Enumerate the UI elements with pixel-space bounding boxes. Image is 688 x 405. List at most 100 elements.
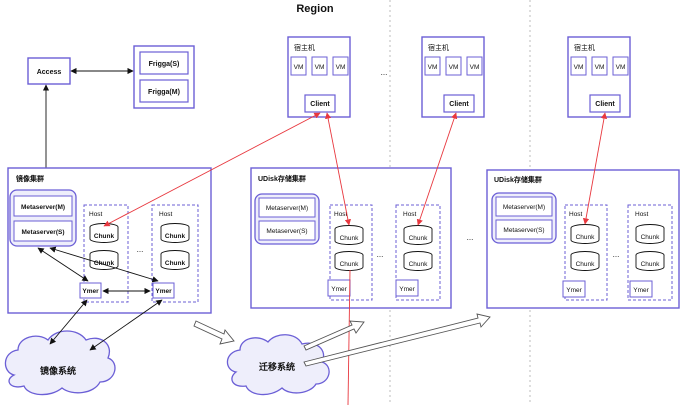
access-label: Access <box>37 69 62 76</box>
ymer-label: Ymer <box>331 286 347 293</box>
ymer-label: Ymer <box>82 288 99 295</box>
ymer-label: Ymer <box>566 287 582 294</box>
frigga-s-label: Frigga(S) <box>149 61 180 68</box>
frigga-m-box <box>139 79 189 103</box>
ymer-label: Ymer <box>155 288 172 295</box>
client-label: Client <box>595 101 615 108</box>
client-chunk-arrow <box>325 112 351 226</box>
mirror-system-label: 镜像系统 <box>40 365 76 376</box>
udisk-cluster-title: UDisk存储集群 <box>494 175 542 184</box>
vm-box <box>290 56 307 76</box>
mirror-system-cloud: 镜像系统 <box>4 330 116 396</box>
metaserver-m-label: Metaserver(M) <box>503 204 545 211</box>
host-machine-2: 宿主机 VM VM VM Client <box>421 36 485 118</box>
host-machine-title: 宿主机 <box>428 43 449 52</box>
metaserver-ymer-arrow <box>49 246 159 283</box>
chunk-label: Chunk <box>94 233 115 240</box>
metaserver-m-label: Metaserver(M) <box>266 205 308 212</box>
chunk-label: Chunk <box>409 235 429 242</box>
mirror-cluster-title: 镜像集群 <box>16 174 44 183</box>
metaserver-s-label: Metaserver(S) <box>22 229 65 236</box>
host-ellipsis: ... <box>377 250 384 259</box>
migration-system-label: 迁移系统 <box>259 361 295 372</box>
vm-label: VM <box>315 64 325 71</box>
host-label: Host <box>159 211 173 218</box>
access-box <box>27 57 71 85</box>
vm-box <box>591 56 608 76</box>
ymer-mirror-system-arrow <box>49 299 88 345</box>
client-label: Client <box>449 101 469 108</box>
vm-label: VM <box>449 64 459 71</box>
client-label: Client <box>310 101 330 108</box>
ymer-mirror-system-arrow <box>89 299 163 351</box>
metaserver-m-box <box>495 196 553 217</box>
host-label: Host <box>569 211 583 218</box>
udisk-cluster-2: UDisk存储集群 Metaserver(M) Metaserver(S) Ho… <box>486 169 680 309</box>
diagram-title: Region <box>296 3 334 15</box>
vm-label: VM <box>336 64 346 71</box>
host-machine-title: 宿主机 <box>574 43 595 52</box>
metaserver-s-box <box>495 219 553 240</box>
chunk-label: Chunk <box>576 261 596 268</box>
chunk-label: Chunk <box>340 235 360 242</box>
host-label: Host <box>635 211 649 218</box>
host-machine-3: 宿主机 VM VM VM Client <box>567 36 631 118</box>
ymer-box <box>79 282 102 299</box>
client-box <box>304 94 336 113</box>
client-box <box>443 94 475 113</box>
vm-label: VM <box>574 64 584 71</box>
client-chunk-arrow <box>103 112 321 227</box>
ymer-label: Ymer <box>633 287 649 294</box>
chunk-label: Chunk <box>165 233 186 240</box>
frigga-s-box <box>139 51 189 75</box>
vm-box <box>570 56 587 76</box>
ymer-box <box>562 280 586 298</box>
chunk-label: Chunk <box>576 234 596 241</box>
host-machine-1: 宿主机 VM VM VM Client <box>287 36 351 118</box>
host-label: Host <box>89 211 103 218</box>
metaserver-m-label: Metaserver(M) <box>21 204 65 211</box>
metaserver-m-box <box>13 195 73 217</box>
vm-label: VM <box>428 64 438 71</box>
host-machine-title: 宿主机 <box>294 43 315 52</box>
cluster-ellipsis: ... <box>467 233 474 242</box>
mirror-to-migration-arrow <box>193 320 235 345</box>
vm-label: VM <box>616 64 626 71</box>
chunk-migration-line <box>347 269 351 405</box>
vm-box <box>311 56 328 76</box>
chunk-label: Chunk <box>94 260 115 267</box>
host-ellipsis: ... <box>613 250 620 259</box>
client-box <box>589 94 621 113</box>
vm-box <box>332 56 349 76</box>
client-chunk-arrow <box>416 112 458 226</box>
udisk-cluster-1: UDisk存储集群 Metaserver(M) Metaserver(S) Ho… <box>250 167 452 309</box>
metaserver-s-label: Metaserver(S) <box>503 227 544 234</box>
metaserver-s-label: Metaserver(S) <box>266 228 307 235</box>
ymer-box <box>152 282 175 299</box>
client-chunk-arrow <box>582 112 608 225</box>
ymer-label: Ymer <box>399 286 415 293</box>
migration-to-udisk1-arrow <box>303 320 365 351</box>
udisk-cluster-title: UDisk存储集群 <box>258 174 306 183</box>
ymer-box <box>629 280 653 298</box>
chunk-label: Chunk <box>165 260 186 267</box>
chunk-label: Chunk <box>641 261 661 268</box>
host-label: Host <box>403 211 417 218</box>
vm-box <box>612 56 629 76</box>
chunk-label: Chunk <box>641 234 661 241</box>
vm-label: VM <box>595 64 605 71</box>
vm-box <box>466 56 483 76</box>
vm-box <box>445 56 462 76</box>
vm-label: VM <box>294 64 304 71</box>
metaserver-s-box <box>13 220 73 242</box>
frigga-m-label: Frigga(M) <box>148 89 180 96</box>
chunk-label: Chunk <box>409 261 429 268</box>
chunk-label: Chunk <box>340 261 360 268</box>
vm-box <box>424 56 441 76</box>
host-label: Host <box>334 211 348 218</box>
host-ellipsis: ... <box>381 68 388 77</box>
vm-label: VM <box>470 64 480 71</box>
host-ellipsis: ... <box>137 245 144 254</box>
ymer-box <box>395 279 419 297</box>
